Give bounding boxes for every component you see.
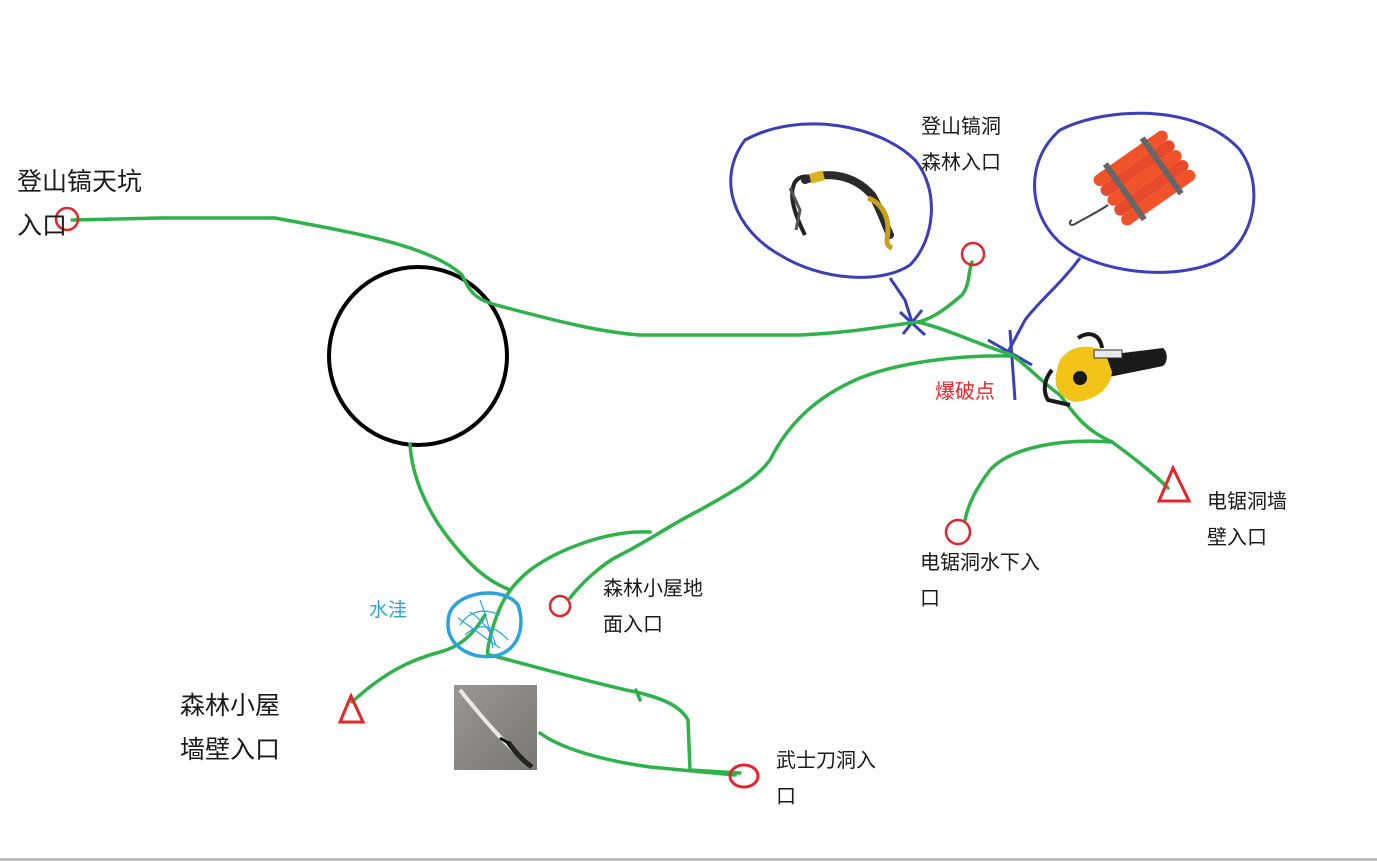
katana-cave-entrance-label: 武士刀洞入 口 bbox=[776, 748, 876, 808]
bottom-border bbox=[0, 858, 1377, 861]
forest-cabin-ground-entrance-marker bbox=[548, 594, 572, 618]
katana-cave-entrance-marker bbox=[728, 763, 760, 789]
chainsaw-cave-wall-entrance-label: 电锯洞墙 壁入口 bbox=[1207, 489, 1287, 549]
chainsaw-cave-underwater-entrance-marker bbox=[944, 518, 972, 546]
chainsaw-icon bbox=[1042, 332, 1167, 407]
puddle-label: 水洼 bbox=[369, 599, 408, 621]
blast-cross-marker bbox=[987, 329, 1033, 401]
forest-cabin-wall-entrance-label: 森林小屋 墙壁入口 bbox=[180, 691, 281, 764]
pickaxe-cave-forest-entrance-label: 登山镐洞 森林入口 bbox=[921, 114, 1001, 174]
chainsaw-cave-wall-entrance-marker bbox=[1156, 464, 1192, 503]
blast-point-label: 爆破点 bbox=[935, 379, 995, 403]
pickaxe-item-outline bbox=[729, 122, 933, 279]
pickaxe-pit-entrance-marker bbox=[54, 206, 80, 232]
forest-cabin-ground-entrance-label: 森林小屋地 面入口 bbox=[603, 576, 703, 636]
chainsaw-cave-underwater-entrance-label: 电锯洞水下入 口 bbox=[920, 550, 1040, 610]
katana-icon bbox=[454, 685, 537, 770]
pickaxe-cave-forest-entrance-marker bbox=[960, 241, 986, 267]
path-network bbox=[70, 216, 1170, 777]
dynamite-outline-tail bbox=[1006, 257, 1082, 353]
dynamite-item-outline bbox=[1033, 111, 1256, 274]
pickaxe-outline-tail bbox=[888, 277, 914, 323]
ice-pickaxe-icon bbox=[788, 170, 894, 251]
sinkhole-circle bbox=[327, 265, 509, 447]
puddle-marker bbox=[446, 591, 523, 659]
pickaxe-pit-entrance-label: 登山镐天坑 入口 bbox=[17, 167, 143, 240]
forest-cabin-wall-entrance-marker bbox=[337, 692, 366, 724]
dynamite-bundle-icon bbox=[1068, 130, 1196, 226]
